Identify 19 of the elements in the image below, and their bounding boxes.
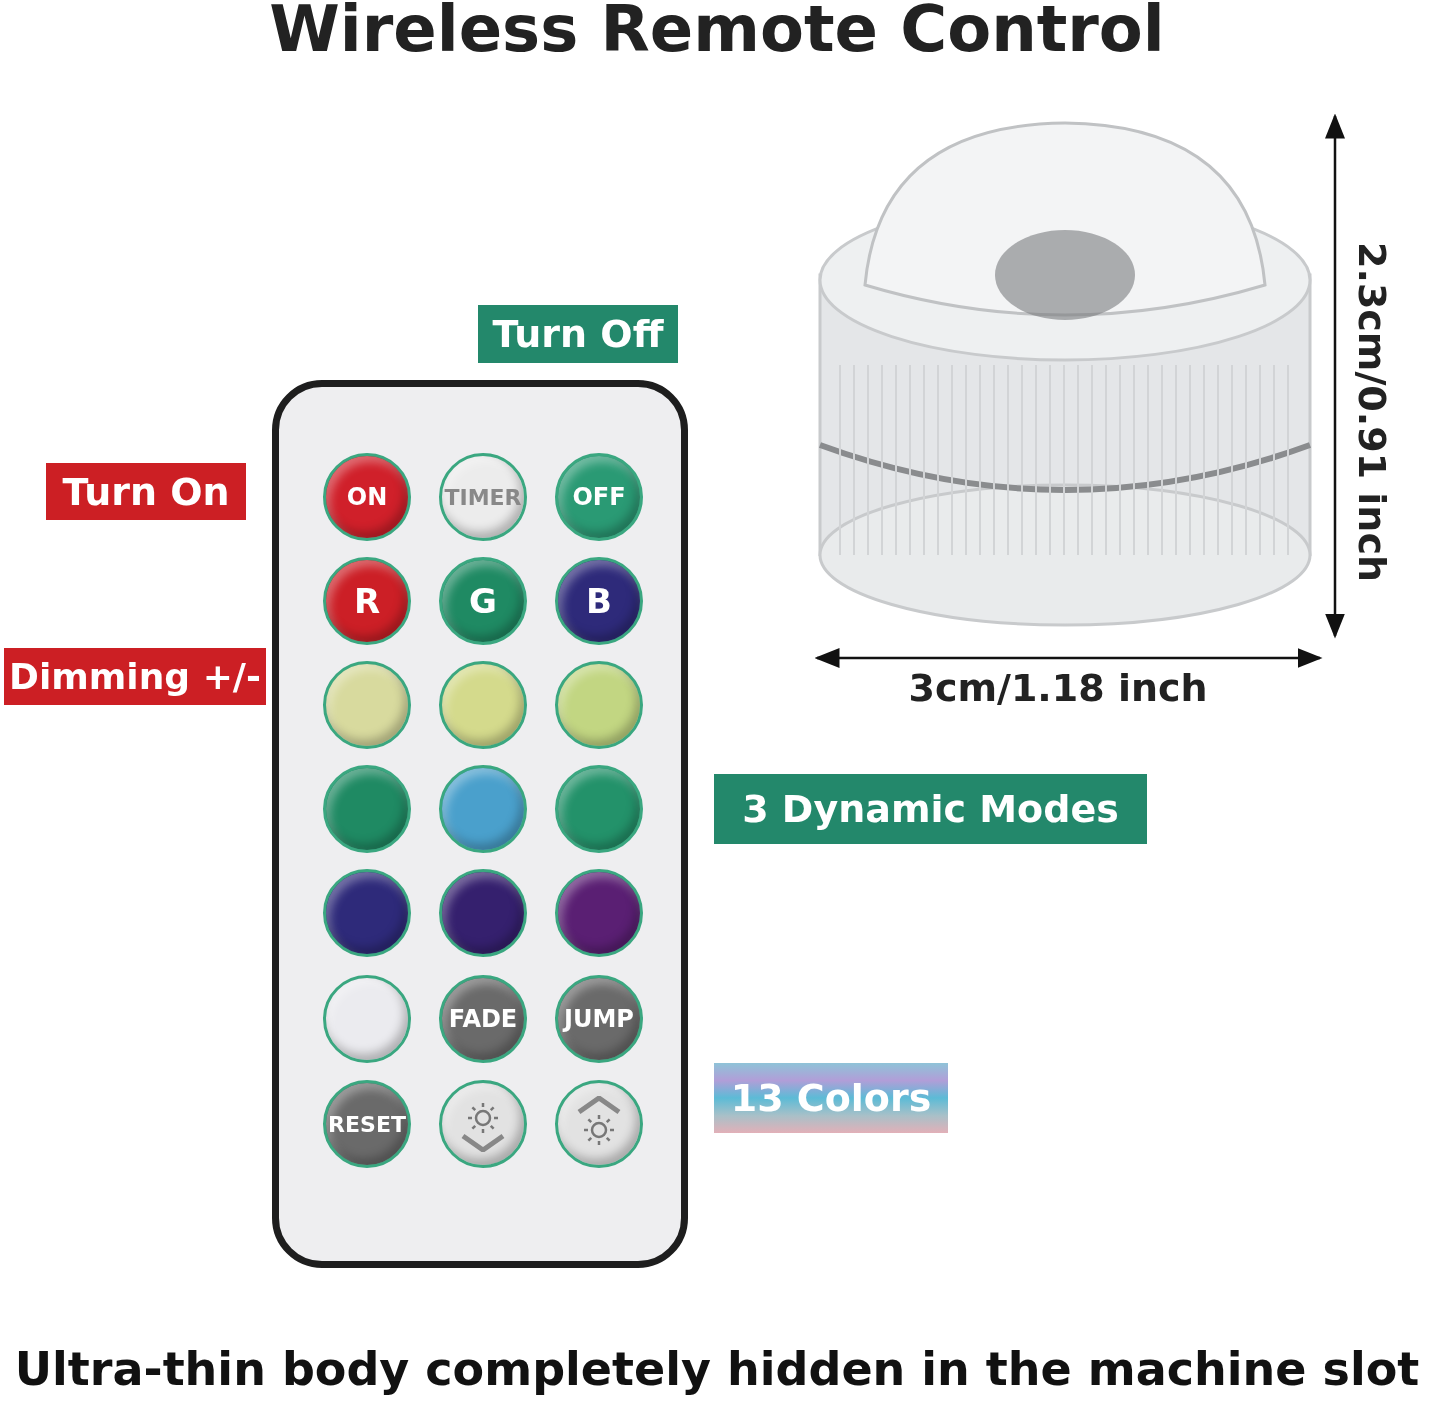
title: Wireless Remote Control [268, 0, 1166, 66]
remote-control [272, 380, 688, 1268]
remote-button: FADE [439, 975, 527, 1063]
caption: Ultra-thin body completely hidden in the machine slot [13, 1342, 1421, 1396]
callout-tag: 13 Colors [714, 1063, 948, 1133]
remote-button: JUMP [555, 975, 643, 1063]
remote-button: R [323, 557, 411, 645]
callout-tag: 3 Dynamic Modes [714, 774, 1147, 844]
callout-tag: Dimming +/- [4, 648, 266, 705]
remote-button: B [555, 557, 643, 645]
remote-button: RESET [323, 1080, 411, 1168]
remote-button: TIMER [439, 453, 527, 541]
remote-button: OFF [555, 453, 643, 541]
callout-tag: Turn On [46, 463, 246, 520]
callout-tag: Turn Off [478, 305, 678, 363]
remote-button: ON [323, 453, 411, 541]
dimension-label: 3cm/1.18 inch [908, 666, 1208, 710]
remote-button: G [439, 557, 527, 645]
dimension-label: 2.3cm/0.91 inch [1350, 242, 1394, 582]
